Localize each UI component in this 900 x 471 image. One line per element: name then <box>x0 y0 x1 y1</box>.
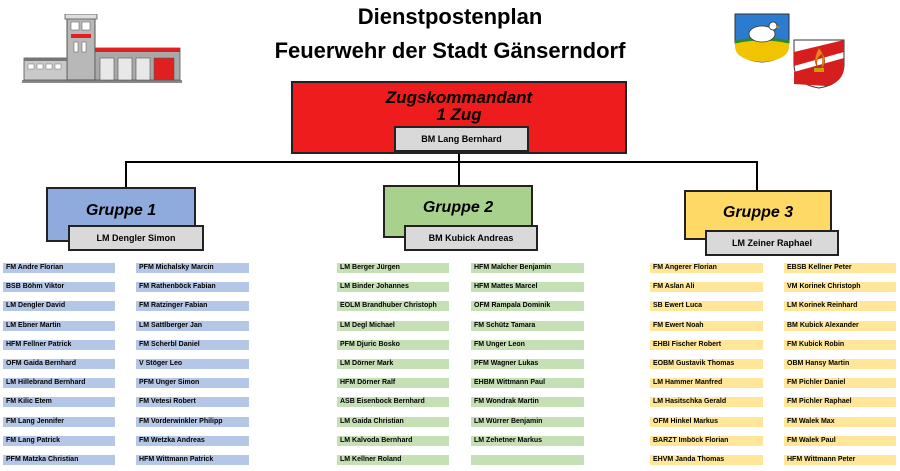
member-cell: VM Korinek Christoph <box>784 282 896 292</box>
member-cell: PFM Wagner Lukas <box>471 359 584 369</box>
member-cell: FM Schütz Tamara <box>471 321 584 331</box>
member-cell: FM Kubick Robin <box>784 340 896 350</box>
member-cell: FM Vetesi Robert <box>136 397 249 407</box>
member-cell: LM Kalvoda Bernhard <box>337 436 449 446</box>
member-cell: OBM Hansy Martin <box>784 359 896 369</box>
member-cell: FM Lang Patrick <box>3 436 115 446</box>
page-title-line2: Feuerwehr der Stadt Gänserndorf <box>274 38 626 63</box>
member-cell: LM Kellner Roland <box>337 455 449 465</box>
member-cell: FM Scherbl Daniel <box>136 340 249 350</box>
member-cell: FM Unger Leon <box>471 340 584 350</box>
member-cell: SB Ewert Luca <box>650 301 763 311</box>
member-cell: EHBI Fischer Robert <box>650 340 763 350</box>
member-cell: OFM Gaida Bernhard <box>3 359 115 369</box>
member-cell: FM Walek Paul <box>784 436 896 446</box>
group-2-leader: BM Kubick Andreas <box>404 225 538 251</box>
member-cell: LM Würrer Benjamin <box>471 417 584 427</box>
member-cell: V Stöger Leo <box>136 359 249 369</box>
member-cell: FM Wondrak Martin <box>471 397 584 407</box>
member-cell: LM Ebner Martin <box>3 321 115 331</box>
zug-title-line1: Zugskommandant <box>385 88 533 107</box>
member-cell: LM Gaida Christian <box>337 417 449 427</box>
connector-horizontal <box>125 161 758 163</box>
member-cell: FM Ewert Noah <box>650 321 763 331</box>
member-cell: HFM Mattes Marcel <box>471 282 584 292</box>
member-cell: HFM Dörner Ralf <box>337 378 449 388</box>
member-cell: LM Sattlberger Jan <box>136 321 249 331</box>
member-cell: BM Kubick Alexander <box>784 321 896 331</box>
member-cell: LM Berger Jürgen <box>337 263 449 273</box>
member-cell: FM Vorderwinkler Philipp <box>136 417 249 427</box>
zug-title-line2: 1 Zug <box>436 105 482 124</box>
member-cell: HFM Wittmann Peter <box>784 455 896 465</box>
member-cell: EHBM Wittmann Paul <box>471 378 584 388</box>
member-cell: FM Pichler Raphael <box>784 397 896 407</box>
member-cell: PFM Unger Simon <box>136 378 249 388</box>
member-cell: BARZT Imböck Florian <box>650 436 763 446</box>
member-cell: LM Hammer Manfred <box>650 378 763 388</box>
member-cell: EOLM Brandhuber Christoph <box>337 301 449 311</box>
member-cell: HFM Fellner Patrick <box>3 340 115 350</box>
member-cell: FM Aslan Ali <box>650 282 763 292</box>
group-1-title: Gruppe 1 <box>85 201 157 219</box>
member-cell: BSB Böhm Viktor <box>3 282 115 292</box>
city-coat-of-arms-icon <box>734 13 790 63</box>
member-cell: PFM Matzka Christian <box>3 455 115 465</box>
member-cell: FM Andre Florian <box>3 263 115 273</box>
group-3-leader: LM Zeiner Raphael <box>705 230 839 256</box>
connector-vertical-zug <box>458 152 460 162</box>
member-cell <box>471 455 584 465</box>
member-cell: FM Kilic Etem <box>3 397 115 407</box>
connector-group2 <box>458 161 460 186</box>
page-title-line1: Dienstpostenplan <box>357 4 543 29</box>
member-cell: LM Dengler David <box>3 301 115 311</box>
member-cell: EOBM Gustavik Thomas <box>650 359 763 369</box>
fire-brigade-emblem-icon <box>793 39 845 89</box>
zugskommandant-leader: BM Lang Bernhard <box>394 126 529 152</box>
member-cell: EHVM Janda Thomas <box>650 455 763 465</box>
member-cell: FM Rathenböck Fabian <box>136 282 249 292</box>
group-2-title: Gruppe 2 <box>422 198 494 216</box>
member-cell: LM Degl Michael <box>337 321 449 331</box>
fire-station-building-icon <box>22 14 182 83</box>
member-cell: PFM Michalsky Marcin <box>136 263 249 273</box>
member-cell: LM Hillebrand Bernhard <box>3 378 115 388</box>
member-cell: FM Wetzka Andreas <box>136 436 249 446</box>
member-cell: ASB Eisenbock Bernhard <box>337 397 449 407</box>
group-3-title: Gruppe 3 <box>722 204 794 221</box>
connector-group3 <box>756 161 758 191</box>
member-cell: OFM Rampala Dominik <box>471 301 584 311</box>
member-cell: LM Binder Johannes <box>337 282 449 292</box>
member-cell: FM Pichler Daniel <box>784 378 896 388</box>
member-cell: EBSB Kellner Peter <box>784 263 896 273</box>
member-cell: FM Angerer Florian <box>650 263 763 273</box>
member-cell: LM Hasitschka Gerald <box>650 397 763 407</box>
group-1-leader: LM Dengler Simon <box>68 225 204 251</box>
member-cell: FM Ratzinger Fabian <box>136 301 249 311</box>
member-cell: LM Zehetner Markus <box>471 436 584 446</box>
member-cell: HFM Malcher Benjamin <box>471 263 584 273</box>
member-cell: PFM Djuric Bosko <box>337 340 449 350</box>
member-cell: FM Walek Max <box>784 417 896 427</box>
member-cell: LM Korinek Reinhard <box>784 301 896 311</box>
member-cell: OFM Hinkel Markus <box>650 417 763 427</box>
member-cell: LM Dörner Mark <box>337 359 449 369</box>
member-cell: HFM Wittmann Patrick <box>136 455 249 465</box>
connector-group1 <box>125 161 127 188</box>
member-cell: FM Lang Jennifer <box>3 417 115 427</box>
